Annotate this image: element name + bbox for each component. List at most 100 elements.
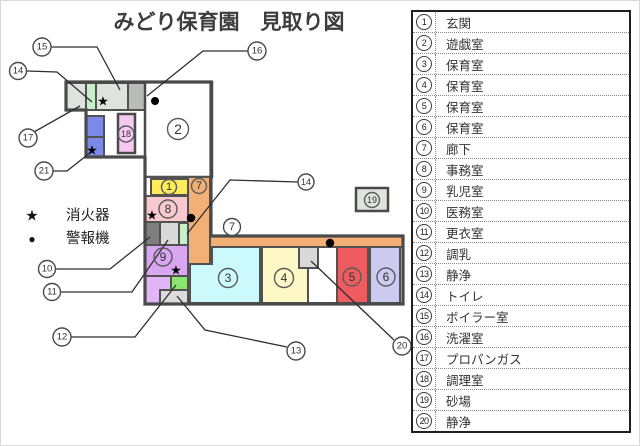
legend-table-row: 19 砂場	[413, 389, 629, 410]
room-7-corridor-horizontal	[209, 235, 404, 248]
room-number-circle-7v	[190, 177, 208, 195]
room-number-circle-8	[158, 199, 178, 219]
legend-circled-number: 5	[416, 98, 432, 114]
legend-number-cell: 8	[413, 159, 436, 179]
legend-circled-number: 15	[416, 308, 432, 324]
leader-line-16	[146, 50, 248, 97]
legend-table-row: 4 保育室	[413, 74, 629, 95]
legend-room-label: 保育室	[446, 100, 484, 115]
label-14-left: 14	[13, 66, 24, 77]
legend-room-label: 医務室	[446, 205, 484, 220]
legend-circled-number: 12	[416, 245, 432, 261]
legend-room-label: 洗濯室	[446, 331, 484, 346]
legend-number-cell: 10	[413, 201, 436, 221]
room-number-19: 19	[367, 195, 377, 205]
leader-line-10	[56, 236, 151, 270]
legend-table-row: 12 調乳	[413, 242, 629, 263]
legend-circled-number: 10	[416, 203, 432, 219]
label-circle-16	[247, 41, 267, 61]
room-number-circle-6	[376, 267, 396, 287]
legend-number-cell: 11	[413, 222, 436, 242]
legend-number-cell: 9	[413, 180, 436, 200]
label-7-corridor: 7	[229, 221, 235, 233]
leader-line-13	[176, 295, 288, 348]
label-10: 10	[42, 264, 53, 275]
room-19-sandbox	[354, 186, 390, 213]
legend-table-row: 9 乳児室	[413, 179, 629, 200]
legend-room-label: 保育室	[446, 121, 484, 136]
legend-table-row: 5 保育室	[413, 95, 629, 116]
legend-table-row: 3 保育室	[413, 53, 629, 74]
room-number-6: 6	[383, 270, 390, 284]
legend-circled-number: 11	[416, 224, 432, 240]
room-number-3: 3	[225, 271, 232, 285]
legend-number-cell: 2	[413, 33, 436, 53]
label-11: 11	[47, 287, 57, 298]
legend-table-row: 7 廊下	[413, 137, 629, 158]
room-number-9: 9	[160, 250, 167, 264]
room-21-upper	[85, 115, 105, 138]
building-outline	[64, 80, 405, 306]
legend-table-row: 2 遊戯室	[413, 32, 629, 53]
legend-table-row: 20 静浄	[413, 410, 629, 431]
label-circle-11	[42, 282, 62, 302]
leader-line-14-left	[26, 70, 93, 103]
label-14-right: 14	[301, 177, 311, 187]
legend-room-label: 更衣室	[446, 226, 484, 241]
legend-room-label: 砂場	[446, 394, 472, 409]
room-number-18: 18	[121, 129, 131, 139]
legend-circled-number: 17	[416, 350, 432, 366]
legend-circled-number: 2	[416, 35, 432, 51]
room-number-circle-1	[160, 178, 178, 196]
room-number-circle-3	[217, 267, 239, 289]
legend-number-cell: 18	[413, 369, 436, 389]
label-16: 16	[252, 46, 263, 57]
legend-room-label: 調乳	[446, 247, 472, 262]
legend-alarm-icon: ●	[28, 232, 35, 246]
room-number-circle-9	[153, 247, 173, 267]
legend-room-label: 玄関	[446, 16, 472, 31]
legend-room-label: 遊戯室	[446, 37, 484, 52]
legend-room-label: 静浄	[446, 415, 472, 430]
room-17-propane-gas	[65, 82, 87, 111]
legend-table-row: 18 調理室	[413, 368, 629, 389]
legend-room-label: 保育室	[446, 58, 484, 73]
legend-circled-number: 7	[416, 140, 432, 156]
fire-extinguisher-icon: ★	[170, 263, 182, 278]
room-10-medical	[144, 221, 161, 246]
legend-number-cell: 15	[413, 306, 436, 326]
label-circle-7-corridor	[222, 217, 242, 237]
page-title: みどり保育園 見取り図	[114, 10, 345, 34]
room-number-7v: 7	[196, 180, 202, 192]
legend-room-label: 事務室	[446, 163, 484, 178]
label-13: 13	[291, 346, 302, 357]
legend-table-row: 15 ボイラー室	[413, 305, 629, 326]
legend-alarm-label: 警報機	[66, 230, 110, 247]
label-circle-12	[52, 327, 72, 347]
alarm-icon	[325, 238, 335, 248]
legend-number-cell: 7	[413, 138, 436, 158]
leader-line-14-right	[186, 179, 299, 235]
legend-number-cell: 1	[413, 12, 436, 32]
legend-circled-number: 20	[416, 413, 432, 429]
label-17: 17	[23, 133, 34, 144]
label-12: 12	[57, 332, 68, 343]
alarm-icon	[186, 213, 196, 223]
legend-room-label: トイレ	[446, 289, 484, 304]
legend-table-row: 17 プロパンガス	[413, 347, 629, 368]
fire-extinguisher-icon: ★	[97, 94, 109, 109]
legend-circled-number: 3	[416, 56, 432, 72]
room-5-nursery	[336, 246, 369, 304]
legend-number-cell: 5	[413, 96, 436, 116]
room-number-circle-4	[273, 267, 295, 289]
legend-circled-number: 6	[416, 119, 432, 135]
room-11-changing	[159, 221, 180, 246]
room-13-seijo	[159, 289, 189, 305]
legend-number-cell: 4	[413, 75, 436, 95]
legend-circled-number: 14	[416, 287, 432, 303]
room-number-circle-18	[117, 125, 135, 143]
leader-line-20	[310, 260, 395, 341]
legend-number-cell: 13	[413, 264, 436, 284]
room-number-5: 5	[349, 270, 356, 284]
